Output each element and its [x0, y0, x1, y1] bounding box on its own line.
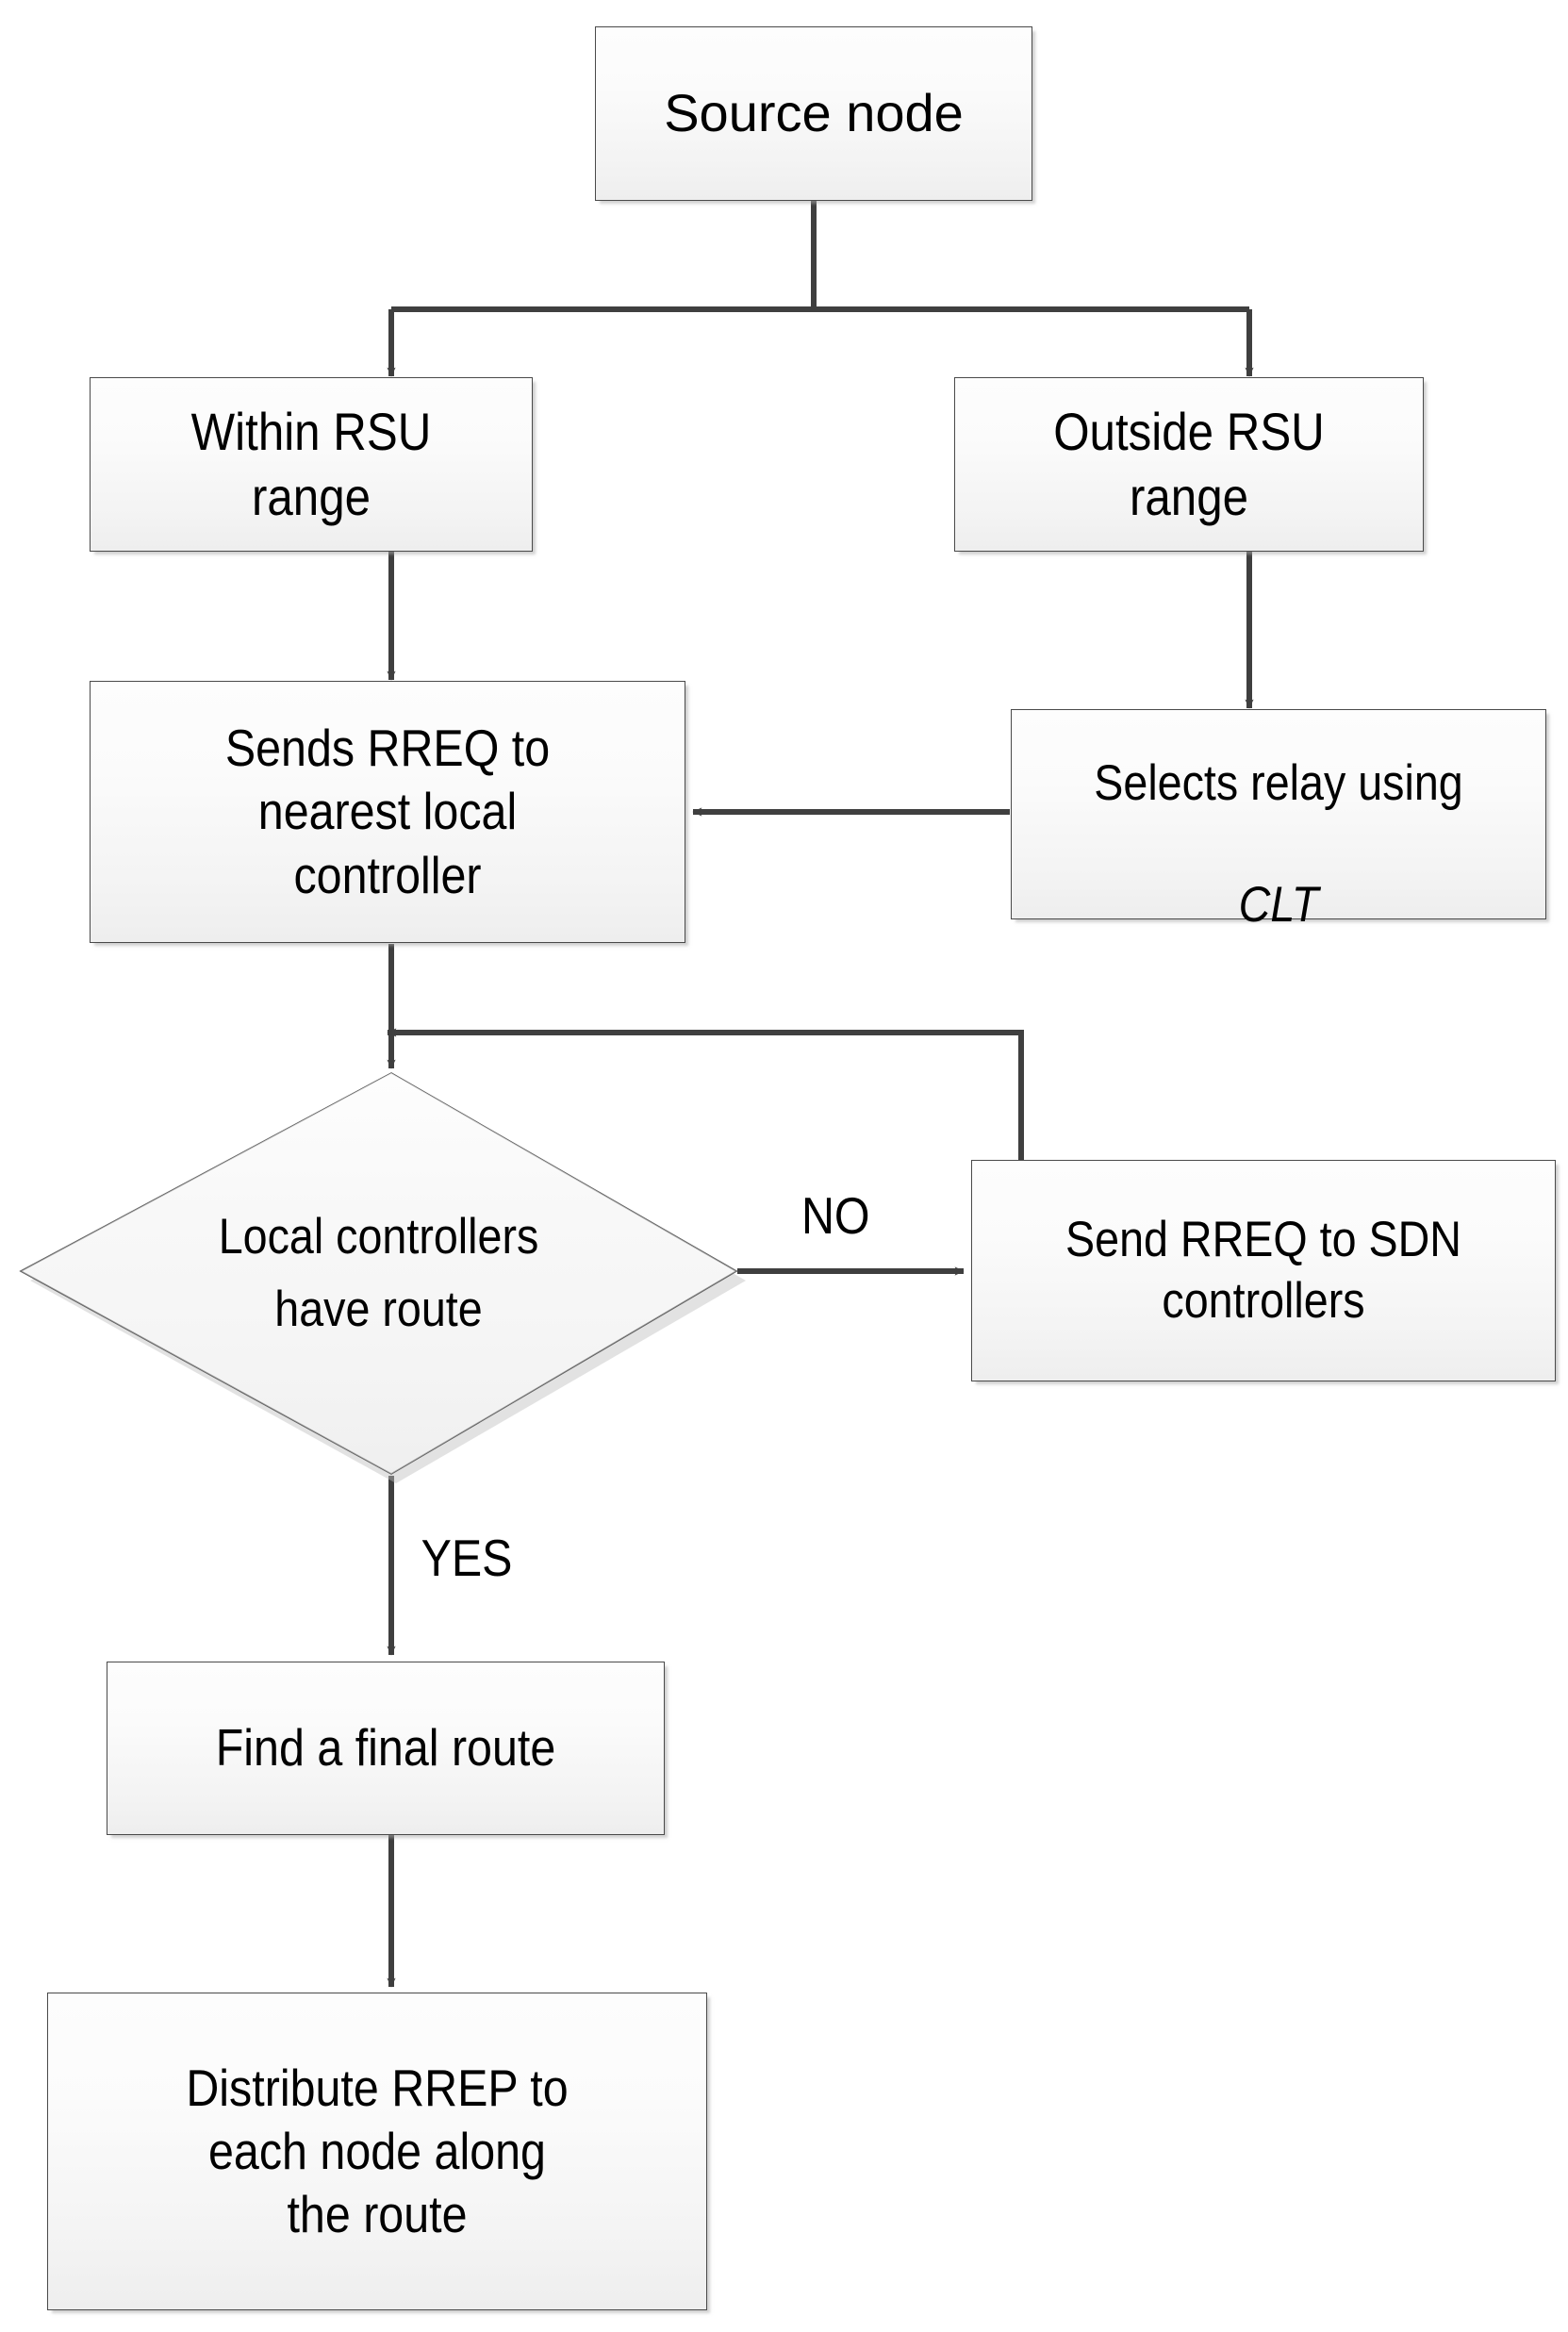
node-selects-relay-clt-line1: Selects relay using [1094, 754, 1463, 811]
edge-label-no: NO [801, 1186, 870, 1245]
node-selects-relay-clt-line2: CLT [1238, 877, 1319, 934]
node-source-node-label: Source node [664, 83, 964, 143]
node-within-rsu-range-label: Within RSU range [190, 402, 432, 526]
node-send-rreq-sdn-controllers[interactable]: Send RREQ to SDN controllers [971, 1160, 1556, 1381]
node-decision-local-controllers-have-route[interactable]: Local controllers have route [21, 1073, 736, 1474]
node-send-rreq-sdn-controllers-label: Send RREQ to SDN controllers [1065, 1211, 1461, 1329]
node-find-final-route[interactable]: Find a final route [107, 1662, 665, 1835]
node-outside-rsu-range[interactable]: Outside RSU range [954, 377, 1424, 552]
node-sends-rreq-local-controller-label: Sends RREQ to nearest local controller [224, 719, 551, 904]
node-distribute-rrep-label: Distribute RREP to each node along the r… [186, 2058, 569, 2244]
edge-label-yes: YES [421, 1529, 513, 1587]
node-outside-rsu-range-label: Outside RSU range [1053, 402, 1325, 526]
node-selects-relay-clt-text: Selects relay using CLT [1052, 692, 1505, 936]
node-within-rsu-range[interactable]: Within RSU range [90, 377, 533, 552]
node-find-final-route-label: Find a final route [215, 1718, 556, 1778]
node-distribute-rrep[interactable]: Distribute RREP to each node along the r… [47, 1993, 707, 2310]
node-source-node[interactable]: Source node [595, 26, 1032, 201]
node-selects-relay-clt[interactable]: Selects relay using CLT [1011, 709, 1546, 933]
node-decision-label: Local controllers have route [218, 1208, 539, 1337]
node-sends-rreq-local-controller[interactable]: Sends RREQ to nearest local controller [90, 681, 685, 943]
decision-diamond-shape [19, 1072, 746, 1483]
edge-send-rreq-sdn-feedback [387, 1028, 1024, 1160]
